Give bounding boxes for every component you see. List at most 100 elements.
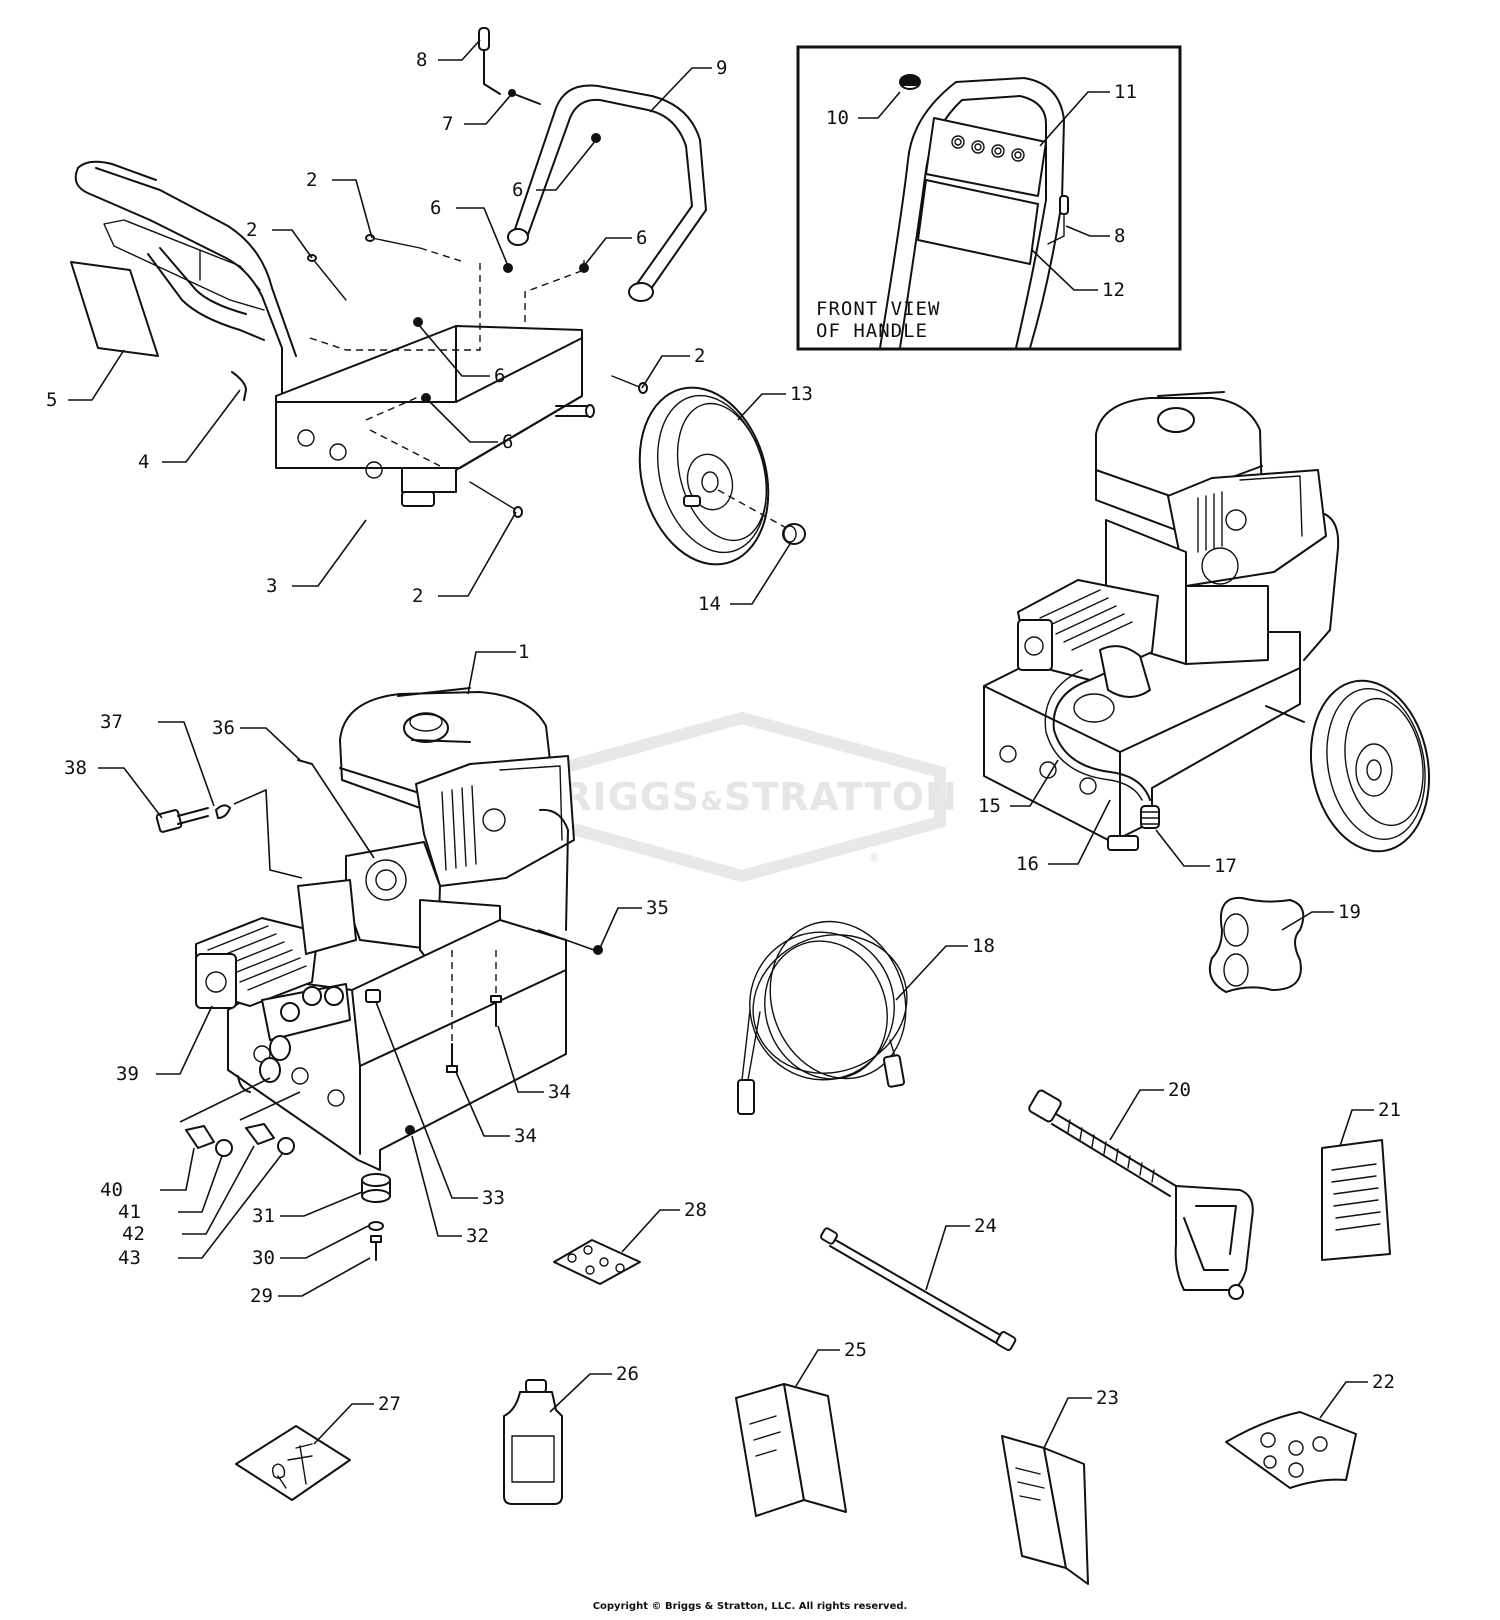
callout-43: 43: [118, 1247, 141, 1269]
callout-33: 33: [482, 1187, 505, 1209]
callout-29: 29: [250, 1285, 273, 1307]
rear-handle-part-9: [511, 84, 707, 297]
rubber-foot-part-31: [361, 1173, 391, 1187]
callout-2b: 2: [246, 219, 257, 241]
bolt-part-38: [155, 809, 183, 833]
inset-caption-line-1: FRONT VIEW: [816, 298, 940, 320]
callout-42: 42: [122, 1223, 145, 1245]
manual-part-25: [735, 1383, 847, 1517]
callout-8a: 8: [416, 49, 427, 71]
callout-18: 18: [972, 935, 995, 957]
callout-37: 37: [100, 711, 123, 733]
callout-20: 20: [1168, 1079, 1191, 1101]
front-handle-end: [231, 371, 247, 401]
clip-part-8-inset: [1059, 195, 1069, 215]
washer-part-30: [368, 1221, 384, 1231]
callout-30: 30: [252, 1247, 275, 1269]
callout-2d: 2: [412, 585, 423, 607]
pin-part-7: [513, 93, 541, 105]
callout-41: 41: [118, 1201, 141, 1223]
control-panel-part-11: [925, 117, 1047, 197]
callout-13: 13: [790, 383, 813, 405]
callout-6d: 6: [494, 365, 505, 387]
base-frame-part-3: [275, 325, 595, 507]
callout-11: 11: [1114, 81, 1137, 103]
svg-text:BRIGGS&STRATTON: BRIGGS&STRATTON: [532, 775, 958, 819]
lock-washer-part-37: [215, 804, 231, 819]
callout-40: 40: [100, 1179, 123, 1201]
shaft-key-part-36: [297, 759, 313, 765]
instruction-sheet-part-21: [1321, 1139, 1391, 1261]
fitting-part-40: [179, 1077, 271, 1149]
cap-part-41: [215, 1139, 233, 1157]
frame-assembly: [70, 27, 806, 566]
callout-35: 35: [646, 897, 669, 919]
callout-19: 19: [1338, 901, 1361, 923]
callout-17: 17: [1214, 855, 1237, 877]
callout-25: 25: [844, 1339, 867, 1361]
cap-part-43: [277, 1137, 295, 1155]
oil-bottle-part-26: [503, 1379, 563, 1505]
handle-inset-view: FRONT VIEW OF HANDLE: [796, 45, 1182, 351]
inset-caption-line-2: OF HANDLE: [816, 320, 928, 342]
tool-card-part-27: [235, 1425, 351, 1501]
callout-10: 10: [826, 107, 849, 129]
nut-part-6b: [503, 263, 513, 273]
pump-part-39: [195, 879, 357, 1083]
callout-numbers: 1 2 2 2 2 3 4 5 6 6 6 6 6 7 8 8 9 10 11 …: [46, 49, 1401, 1415]
bolt-part-2c: [611, 375, 643, 389]
nut-part-6a: [591, 133, 601, 143]
manual-part-23: [1001, 1435, 1089, 1585]
nut-part-6d: [413, 317, 423, 327]
callout-15: 15: [978, 795, 1001, 817]
front-handle-lower-left: [147, 247, 265, 341]
callout-16: 16: [1016, 853, 1039, 875]
callout-26: 26: [616, 1363, 639, 1385]
callout-22: 22: [1372, 1371, 1395, 1393]
callout-27: 27: [378, 1393, 401, 1415]
callout-9: 9: [716, 57, 727, 79]
callout-36: 36: [212, 717, 235, 739]
callout-23: 23: [1096, 1387, 1119, 1409]
handle-label-part-12: [917, 179, 1039, 265]
callout-21: 21: [1378, 1099, 1401, 1121]
watermark-brand-amp: &: [700, 787, 724, 817]
spray-wand-part-24: [820, 1227, 1017, 1351]
nut-part-6c: [579, 263, 589, 273]
parts-bag-part-22: [1225, 1411, 1357, 1489]
plug-part-33: [365, 989, 381, 1003]
callout-4: 4: [138, 451, 149, 473]
callout-6a: 6: [512, 179, 523, 201]
assembled-pressure-washer: [983, 391, 1431, 853]
clip-part-8: [483, 43, 501, 95]
wheel-cap-part-14: [782, 523, 806, 545]
callout-1: 1: [518, 641, 529, 663]
callout-2c: 2: [694, 345, 705, 367]
callout-14: 14: [698, 593, 721, 615]
callout-34a: 34: [514, 1125, 537, 1147]
callout-34b: 34: [548, 1081, 571, 1103]
brand-watermark: BRIGGS&STRATTON ®: [532, 711, 958, 883]
callout-32: 32: [466, 1225, 489, 1247]
spray-gun-part-20: [1028, 1089, 1254, 1300]
callout-28: 28: [684, 1199, 707, 1221]
callout-24: 24: [974, 1215, 997, 1237]
bolt-part-2a: [371, 237, 421, 249]
watermark-brand-right: STRATTON: [724, 775, 958, 819]
engine-part-1: [339, 687, 575, 971]
callout-6b: 6: [430, 197, 441, 219]
nut-part-32: [405, 1125, 415, 1135]
front-handle-inner-bar: [103, 219, 265, 311]
callout-5: 5: [46, 389, 57, 411]
wheel-part-13: [638, 386, 770, 566]
handle-decal-part-5: [70, 261, 159, 357]
leader-lines: [68, 39, 1374, 1449]
callout-2a: 2: [306, 169, 317, 191]
callout-12: 12: [1102, 279, 1125, 301]
watermark-registered: ®: [868, 851, 881, 865]
callout-3: 3: [266, 575, 277, 597]
copyright-notice: Copyright © Briggs & Stratton, LLC. All …: [592, 1601, 908, 1612]
callout-7: 7: [442, 113, 453, 135]
callout-8b: 8: [1114, 225, 1125, 247]
